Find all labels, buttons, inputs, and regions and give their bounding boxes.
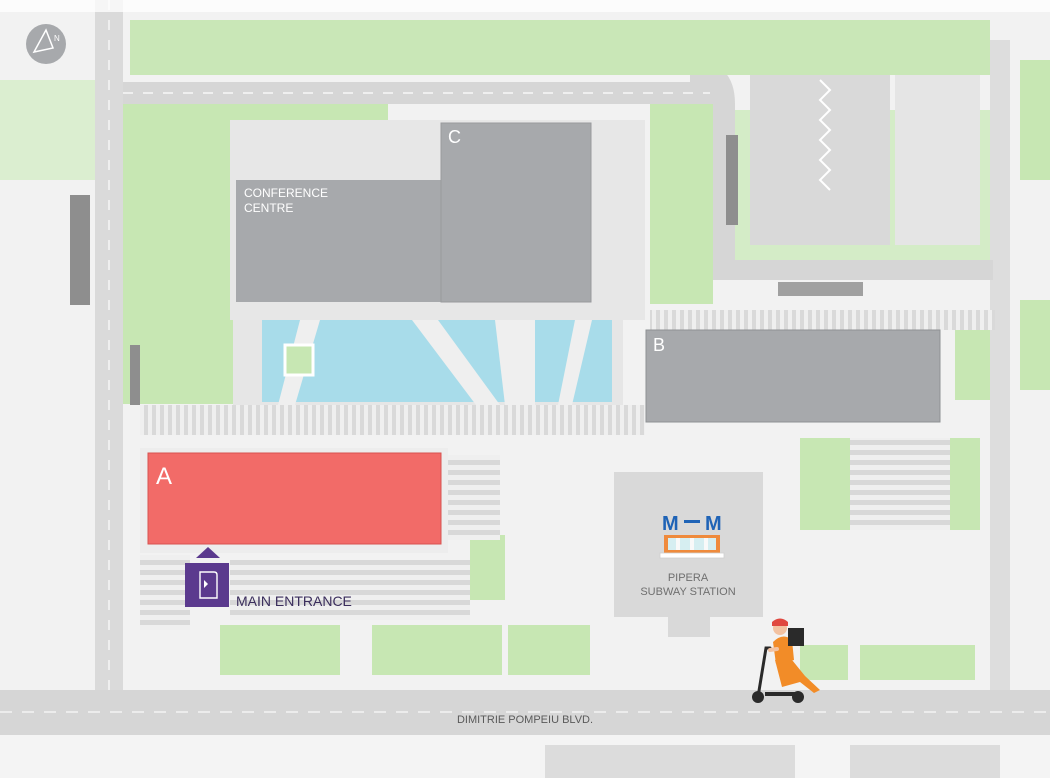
boulevard-road xyxy=(0,690,1050,735)
west-grass xyxy=(123,104,233,404)
street-label: DIMITRIE POMPEIU BLVD. xyxy=(457,714,593,726)
conference-centre-building xyxy=(236,180,441,302)
compass-icon: N xyxy=(26,24,66,64)
svg-text:N: N xyxy=(54,34,60,43)
conference-centre-label-line1: CONFERENCE xyxy=(244,186,328,200)
steps-west xyxy=(140,555,190,630)
door-icon xyxy=(199,571,218,599)
walkway-4 xyxy=(558,320,592,405)
steps-east-a xyxy=(440,455,500,540)
south-building xyxy=(545,745,795,778)
metro-entrance-building-icon xyxy=(659,535,725,559)
main-entrance-label: MAIN ENTRANCE xyxy=(236,593,352,609)
metro-station: M M PIPERA SUBWAY STATION xyxy=(614,472,763,637)
metro-station-entry xyxy=(668,617,710,637)
building-b-label: B xyxy=(653,335,665,355)
south-building-2 xyxy=(850,745,1000,778)
grass-south-5 xyxy=(860,645,975,680)
steps-east xyxy=(850,438,950,530)
svg-text:M: M xyxy=(662,513,679,535)
north-east-road xyxy=(713,260,993,280)
west-parking-strip xyxy=(130,345,140,405)
grass-south-4 xyxy=(800,645,848,680)
crosswalk-b xyxy=(650,310,995,330)
grass-far-east-2 xyxy=(1020,300,1050,390)
entrance-pointer-icon xyxy=(196,547,220,558)
svg-text:M: M xyxy=(705,513,722,535)
steps-south xyxy=(230,560,470,620)
parking-markings xyxy=(818,79,832,191)
grass-patch-1 xyxy=(800,438,850,530)
building-c-label: C xyxy=(448,127,461,147)
north-road xyxy=(123,82,713,104)
walkway-3 xyxy=(495,320,535,405)
crosswalk-north xyxy=(140,405,645,435)
grass-south-3 xyxy=(508,625,590,675)
metro-station-label-line2: SUBWAY STATION xyxy=(640,586,735,598)
building-c xyxy=(440,122,592,303)
north-east-strip xyxy=(778,282,863,296)
scooter-courier-icon xyxy=(752,618,820,703)
grass-patch-2 xyxy=(950,438,980,530)
building-a-label: A xyxy=(156,463,172,490)
metro-logo-icon: M M xyxy=(662,513,722,535)
water-grass-island xyxy=(283,343,315,377)
parking-building xyxy=(895,75,980,245)
east-road-strip xyxy=(726,135,738,225)
grass-south-2 xyxy=(372,625,502,675)
east-grass xyxy=(650,104,713,304)
top-fade xyxy=(0,0,1050,12)
north-grass xyxy=(130,20,990,75)
main-entrance-marker[interactable] xyxy=(185,547,229,607)
grass-b-east xyxy=(955,330,990,400)
grass-far-east-1 xyxy=(1020,60,1050,180)
walkway-2 xyxy=(412,320,500,405)
conference-centre-label-line2: CENTRE xyxy=(244,201,293,215)
grass-far-west xyxy=(0,80,95,180)
east-road xyxy=(990,40,1010,690)
grass-south-1 xyxy=(220,625,340,675)
metro-station-label-line1: PIPERA xyxy=(668,572,709,584)
building-a xyxy=(147,452,442,545)
grass-patch-3 xyxy=(470,535,505,600)
west-road-strip xyxy=(70,195,90,305)
east-access-road xyxy=(690,60,735,270)
building-b xyxy=(645,329,941,423)
